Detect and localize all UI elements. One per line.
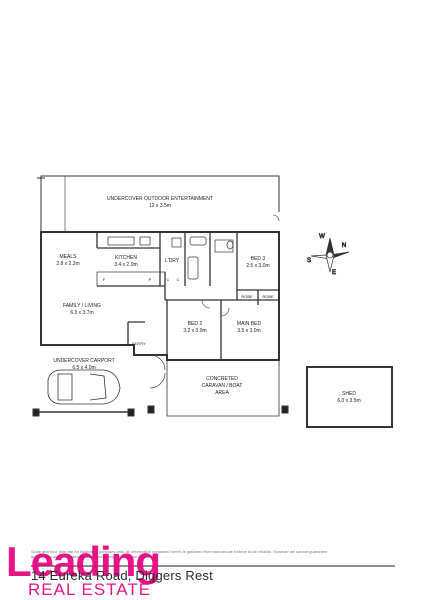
compass-e: E [332, 270, 336, 276]
main-bed-name: MAIN BED [237, 321, 262, 327]
shed-size: 6.0 x 3.5m [337, 398, 360, 404]
bed3-name: BED 3 [251, 256, 266, 262]
compass-icon: W N S E [307, 234, 350, 276]
bed2-size: 3.2 x 3.0m [183, 328, 206, 334]
main-bed-size: 3.5 x 3.0m [237, 328, 260, 334]
outdoor-name: UNDERCOVER OUTDOOR ENTERTAINMENT [107, 196, 213, 202]
shed-name: SHED [342, 391, 356, 397]
concrete-line3: AREA [215, 390, 229, 396]
carport-name: UNDERCOVER CARPORT [53, 358, 114, 364]
bed2-name: BED 2 [188, 321, 203, 327]
fridge-label: F [103, 277, 106, 282]
robe-left: ROBE [241, 294, 253, 299]
carport-size: 6.5 x 4.0m [72, 365, 95, 371]
compass-w: W [319, 234, 325, 240]
concrete-line1: CONCRETED [206, 376, 238, 382]
pantry-label: P [149, 277, 152, 282]
concrete-line2: CARAVAN / BOAT [202, 383, 243, 389]
bed3-size: 2.5 x 3.0m [246, 263, 269, 269]
meals-size: 2.8 x 2.2m [56, 261, 79, 267]
family-size: 6.3 x 3.7m [70, 310, 93, 316]
cupboard2-label: C [177, 277, 180, 282]
brand-subtitle: REAL ESTATE [28, 580, 152, 599]
family-name: FAMILY / LIVING [63, 303, 101, 309]
shed-outline [306, 366, 393, 428]
concrete-area-outline [166, 360, 280, 417]
brand-logo: Leading REAL ESTATE [6, 538, 206, 600]
brand-name: Leading [6, 538, 161, 585]
ldry-label: L'DRY [165, 258, 180, 264]
disclaimer-text: Scale and floor plan are for illustrativ… [31, 549, 328, 559]
kitchen-name: KITCHEN [115, 255, 137, 261]
compass-n: N [342, 243, 346, 249]
entry-label: ENTRY [132, 341, 146, 346]
kitchen-size: 3.4 x 2.0m [114, 262, 137, 268]
outdoor-area-outline [40, 175, 280, 231]
car-icon [47, 369, 121, 405]
cupboard1-label: C [167, 277, 170, 282]
outdoor-size: 12 x 3.5m [149, 203, 171, 209]
compass-s: S [307, 258, 311, 264]
robe-right: ROBE [262, 294, 274, 299]
property-address: 14 Eureka Road, Diggers Rest [31, 568, 213, 583]
meals-name: MEALS [60, 254, 78, 260]
